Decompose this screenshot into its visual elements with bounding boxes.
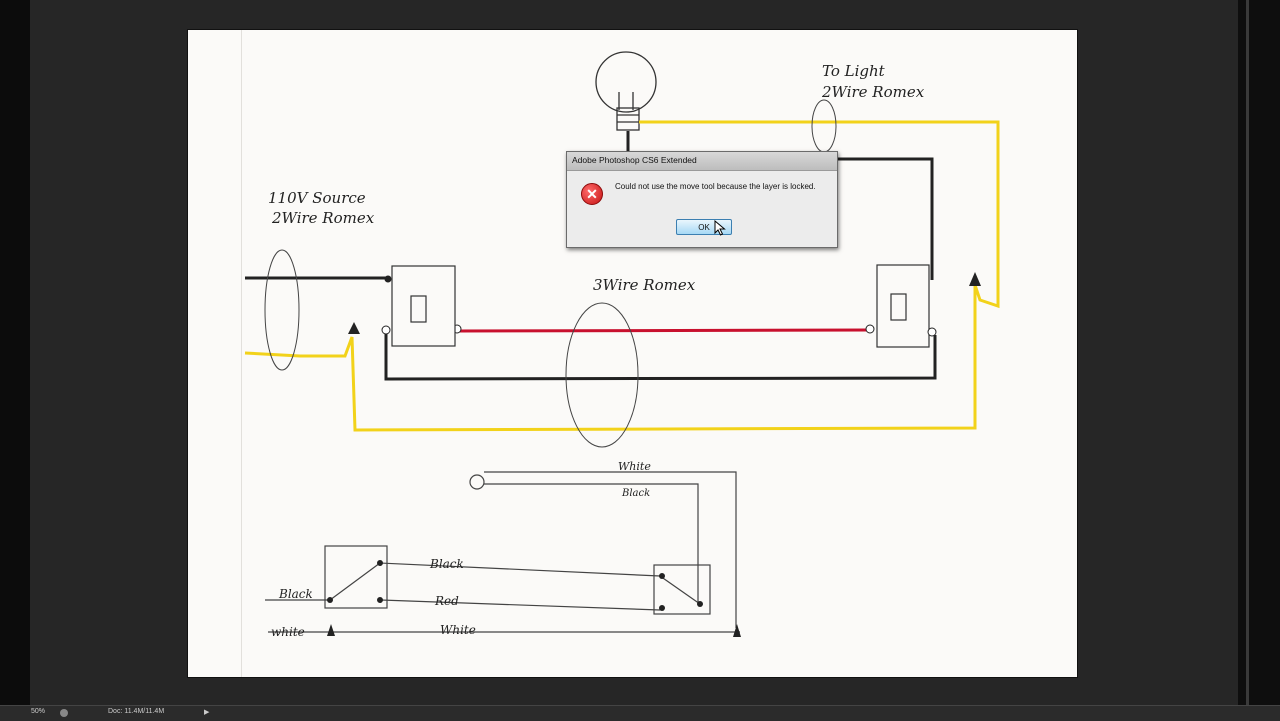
dialog-message: Could not use the move tool because the …	[615, 182, 816, 191]
bottom-schematic	[265, 471, 740, 633]
wire-nut-icon	[348, 322, 360, 334]
bottom-red-mid-label: Red	[434, 594, 459, 608]
status-bar: 50% Doc: 11.4M/11.4M ▶	[0, 705, 1280, 721]
source-yellow-wire	[244, 285, 977, 432]
traveler-black-wire	[384, 333, 937, 381]
mouse-cursor-icon	[714, 220, 726, 236]
zoom-level[interactable]: 50%	[31, 708, 46, 715]
traveler-red-wire	[458, 328, 871, 333]
bottom-white-top-label: White	[618, 460, 651, 473]
light-romex-loop	[811, 99, 837, 153]
page-edge-line	[241, 30, 242, 677]
document-page[interactable]	[188, 30, 1077, 677]
error-dialog: Adobe Photoshop CS6 Extended ✕ Could not…	[566, 151, 838, 248]
status-info-icon[interactable]	[60, 709, 68, 717]
bottom-black-left-label: Black	[278, 587, 313, 601]
source-label-1: 110V Source	[268, 189, 366, 207]
right-panel-edge	[1238, 0, 1280, 720]
light-label-1: To Light	[822, 62, 886, 80]
bottom-white-left-label: white	[271, 625, 305, 639]
three-wire-label: 3Wire Romex	[593, 276, 696, 294]
wire-nut-icon-right	[969, 272, 981, 286]
light-label-2: 2Wire Romex	[821, 83, 925, 101]
scrollbar-track[interactable]	[1246, 0, 1249, 705]
dialog-body: ✕ Could not use the move tool because th…	[567, 171, 837, 247]
bottom-black-mid-label: Black	[429, 557, 464, 571]
document-size: Doc: 11.4M/11.4M	[108, 708, 165, 715]
dialog-titlebar[interactable]: Adobe Photoshop CS6 Extended	[567, 152, 837, 171]
left-panel-edge	[0, 0, 30, 720]
source-label-2: 2Wire Romex	[271, 209, 375, 227]
right-switch-icon	[876, 264, 937, 348]
bottom-black-top-label: Black	[621, 488, 650, 499]
dialog-title: Adobe Photoshop CS6 Extended	[572, 155, 697, 165]
light-bulb-icon	[595, 51, 657, 131]
three-wire-romex-loop	[565, 302, 639, 448]
light-yellow-wire	[639, 120, 1000, 309]
left-switch-icon	[391, 265, 456, 347]
status-menu-arrow-icon[interactable]: ▶	[204, 709, 210, 716]
error-icon: ✕	[581, 183, 603, 205]
bottom-white-mid-label: White	[440, 623, 476, 637]
source-romex-loop	[264, 249, 300, 371]
